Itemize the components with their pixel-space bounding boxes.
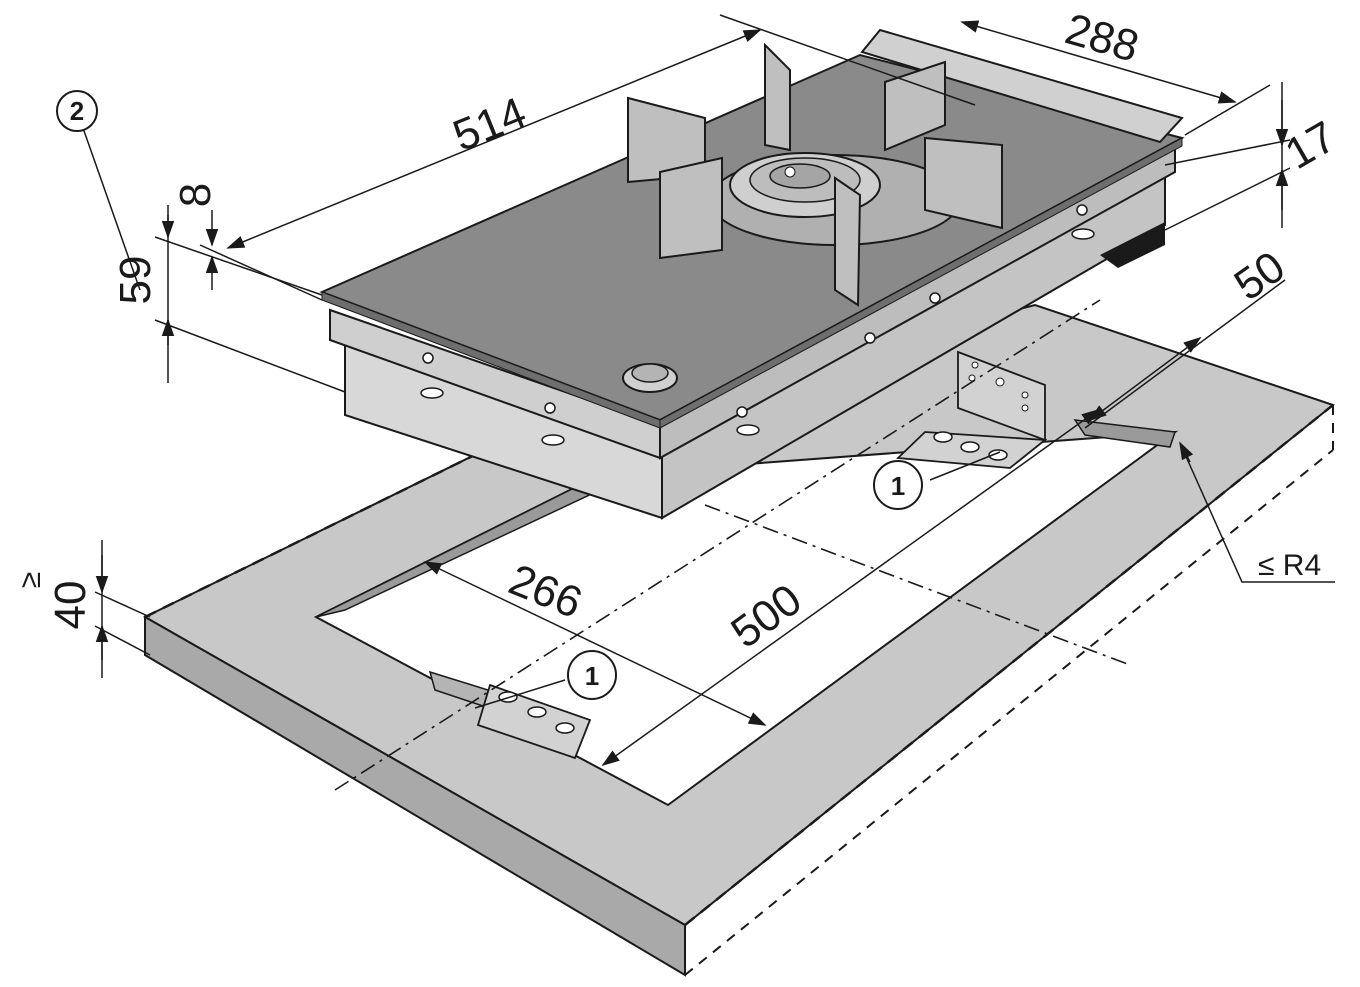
dim-40: 40 bbox=[46, 581, 95, 630]
dim-266: 266 bbox=[502, 555, 588, 628]
gas-hob bbox=[319, 28, 1185, 520]
dim-59: 59 bbox=[111, 256, 160, 305]
callout-1-front-label: 1 bbox=[585, 661, 599, 691]
dimension-lines bbox=[82, 14, 1335, 767]
callout-side-2: 2 bbox=[56, 90, 98, 132]
dim-288: 288 bbox=[1060, 4, 1144, 71]
callout-1-back-label: 1 bbox=[891, 471, 905, 501]
dim-50: 50 bbox=[1226, 242, 1294, 310]
callout-2-label: 2 bbox=[70, 96, 84, 126]
control-knob bbox=[622, 363, 678, 393]
dim-514: 514 bbox=[446, 88, 532, 161]
callout-bracket-front: 1 bbox=[567, 650, 617, 700]
worktop-hidden-edge bbox=[684, 405, 1334, 976]
callout-bracket-back: 1 bbox=[873, 460, 923, 510]
dim-radius: ≤ R4 bbox=[1258, 549, 1321, 582]
dim-500: 500 bbox=[722, 575, 810, 658]
dim-8: 8 bbox=[171, 183, 220, 207]
dim-40-prefix: ≥ bbox=[14, 572, 47, 588]
